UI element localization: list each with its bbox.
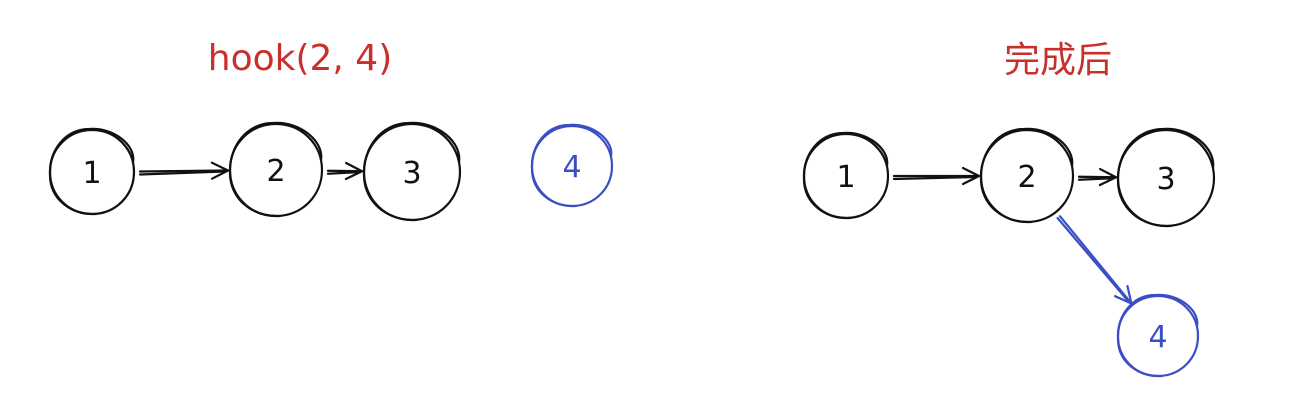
edge-line xyxy=(1058,215,1133,305)
edges-before xyxy=(138,161,364,181)
edge-1-to-2 xyxy=(892,166,981,186)
node-circle-sketch xyxy=(530,123,613,208)
edge-arrowhead xyxy=(210,161,230,180)
panel-after: 1 2 3 4 xyxy=(802,127,1216,378)
edge-1-to-2 xyxy=(138,161,230,180)
edge-2-to-4 xyxy=(1056,215,1133,305)
node-label: 4 xyxy=(562,150,581,185)
edge-2-to-3 xyxy=(1077,167,1118,187)
node-circle-sketch xyxy=(362,121,461,222)
node-circle-sketch xyxy=(979,127,1074,224)
node-label: 2 xyxy=(266,154,285,189)
edge-line xyxy=(138,169,230,173)
edge-2-to-3 xyxy=(326,161,364,181)
node-circle-sketch xyxy=(228,121,323,218)
edge-arrowhead xyxy=(344,161,364,181)
node-label: 1 xyxy=(836,160,855,195)
node-label: 3 xyxy=(402,156,421,191)
edge-line-sketch xyxy=(1077,177,1114,181)
node-label: 2 xyxy=(1017,160,1036,195)
node-2: 2 xyxy=(228,121,324,218)
node-circle-sketch xyxy=(1116,127,1215,228)
node-3: 3 xyxy=(362,121,462,222)
edges-after xyxy=(892,166,1133,305)
edge-arrowhead xyxy=(1098,167,1118,187)
node-circle-sketch xyxy=(1116,293,1199,378)
edge-line-sketch xyxy=(1056,217,1130,303)
panel-before: 1 2 3 4 xyxy=(48,121,614,222)
edge-line xyxy=(1077,175,1118,179)
node-label: 4 xyxy=(1148,320,1167,355)
edge-line xyxy=(326,169,364,173)
panel-title-after: 完成后 xyxy=(1004,40,1112,81)
node-circle-sketch xyxy=(48,127,135,216)
node-4: 4 xyxy=(1116,293,1200,378)
node-circle-sketch xyxy=(802,131,889,220)
node-4: 4 xyxy=(530,123,614,208)
nodes-before: 1 2 3 4 xyxy=(48,121,614,222)
edge-line-sketch xyxy=(892,175,977,181)
edge-line-sketch xyxy=(138,170,226,176)
edge-arrowhead xyxy=(961,166,981,186)
panel-title-before: hook(2, 4) xyxy=(208,38,393,79)
node-1: 1 xyxy=(48,127,136,216)
node-label: 3 xyxy=(1156,162,1175,197)
node-1: 1 xyxy=(802,131,890,220)
nodes-after: 1 2 3 4 xyxy=(802,127,1216,378)
edge-line-sketch xyxy=(326,171,360,175)
node-3: 3 xyxy=(1116,127,1216,228)
node-2: 2 xyxy=(979,127,1075,224)
node-label: 1 xyxy=(82,156,101,191)
